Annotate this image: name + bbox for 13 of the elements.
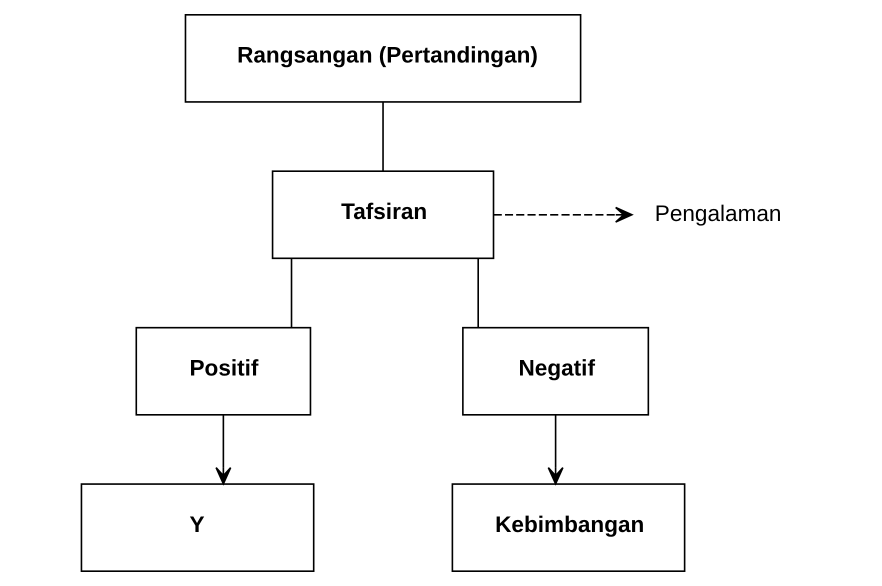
node-box: Tafsiran bbox=[271, 170, 494, 260]
node-text: Pengalaman bbox=[654, 200, 781, 226]
arrow bbox=[214, 414, 231, 485]
node-box: Y bbox=[80, 483, 314, 572]
node-box: Positif bbox=[134, 326, 311, 416]
connector bbox=[476, 258, 478, 328]
node-box: Rangsangan (Pertandingan) bbox=[184, 14, 581, 103]
arrow bbox=[493, 206, 632, 223]
connector bbox=[382, 102, 384, 171]
connector bbox=[290, 258, 292, 328]
arrow bbox=[547, 414, 564, 485]
node-box: Kebimbangan bbox=[451, 483, 685, 572]
node-box: Negatif bbox=[462, 326, 649, 416]
